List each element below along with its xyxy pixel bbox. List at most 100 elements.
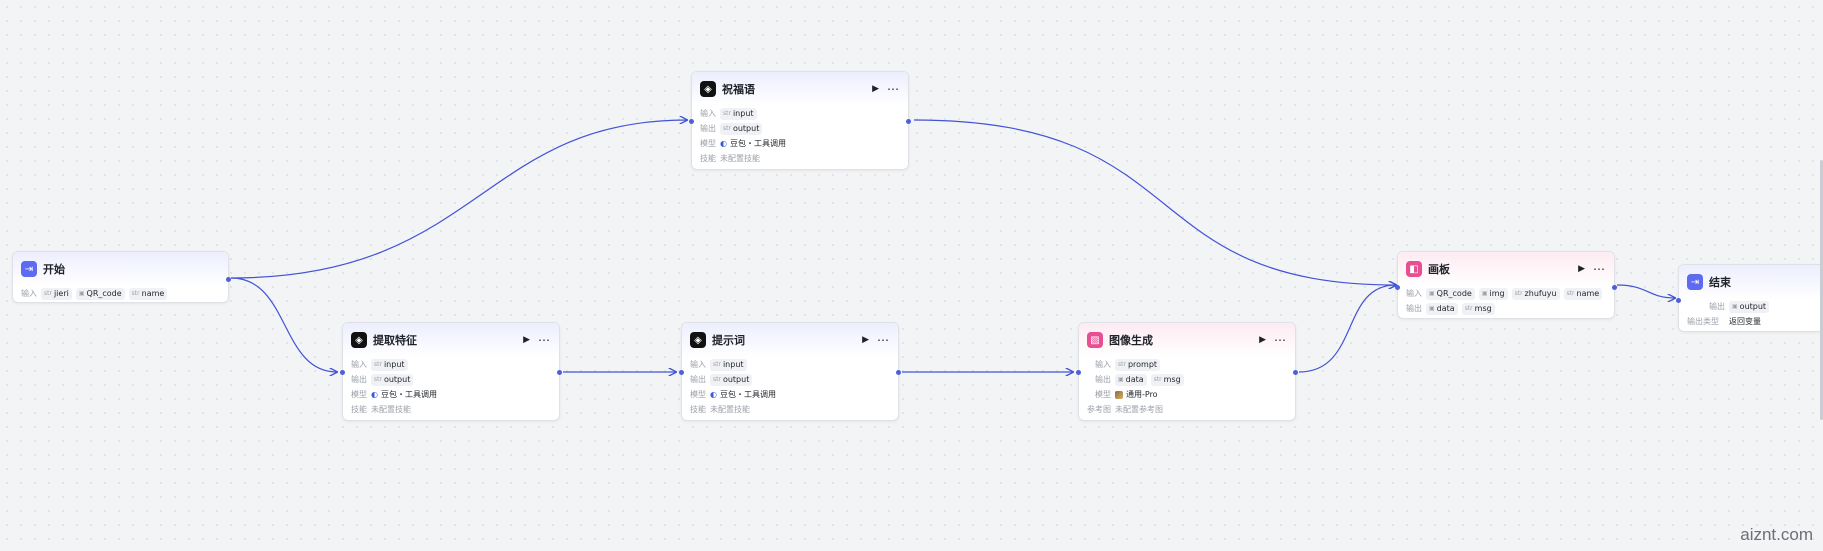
string-icon: str	[374, 376, 382, 383]
node-extract-title: 提取特征	[373, 334, 417, 347]
output-port[interactable]	[557, 370, 562, 375]
node-canvas-title: 画板	[1428, 263, 1450, 276]
image-file-icon: ▣	[78, 290, 85, 297]
canvas-icon: ◧	[1406, 261, 1422, 277]
node-end[interactable]: ⇥ 结束 输出 ▣output 输出类型 返回变量	[1676, 264, 1823, 332]
vertical-scrollbar[interactable]	[1820, 160, 1823, 420]
image-file-icon: ▣	[1118, 376, 1124, 383]
image-file-icon: ▣	[1481, 290, 1488, 297]
run-button[interactable]: ▶	[872, 84, 879, 94]
run-button[interactable]: ▶	[1578, 264, 1585, 274]
llm-icon: ◈	[700, 81, 716, 97]
variable-tag: ▣QR_code	[75, 287, 125, 300]
doubao-icon: ◐	[710, 390, 717, 399]
string-icon: str	[1464, 305, 1473, 312]
string-icon: str	[44, 290, 52, 297]
image-file-icon: ▣	[1429, 305, 1435, 312]
string-icon: str	[1566, 290, 1575, 297]
variable-tag: ▣data	[1426, 302, 1458, 315]
node-prompt-title: 提示词	[712, 334, 745, 347]
node-end-header[interactable]: ⇥ 结束	[1679, 265, 1823, 299]
run-button[interactable]: ▶	[862, 335, 869, 345]
doubao-icon: ◐	[371, 390, 378, 399]
node-greeting-header[interactable]: ◈ 祝福语 ▶ ⋯	[692, 72, 908, 106]
more-options-icon[interactable]: ⋯	[1274, 333, 1287, 347]
edge-greeting-canvas[interactable]	[913, 119, 1396, 285]
node-canvas-header[interactable]: ◧ 画板 ▶ ⋯	[1398, 252, 1614, 286]
more-options-icon[interactable]: ⋯	[538, 333, 551, 347]
llm-icon: ◈	[351, 332, 367, 348]
node-start-title: 开始	[43, 263, 65, 276]
string-icon: str	[713, 361, 721, 368]
edge-start-extract[interactable]	[230, 277, 337, 372]
input-port[interactable]	[1395, 285, 1400, 290]
variable-tag: ▣QR_code	[1426, 287, 1475, 300]
input-port[interactable]	[1676, 298, 1681, 303]
model-thumbnail-icon	[1115, 390, 1123, 399]
string-icon: str	[131, 290, 140, 297]
edge-canvas-end[interactable]	[1616, 284, 1675, 298]
string-icon: str	[1118, 361, 1126, 368]
string-icon: str	[713, 376, 721, 383]
more-options-icon[interactable]: ⋯	[877, 333, 890, 347]
node-greeting-title: 祝福语	[722, 83, 755, 96]
more-options-icon[interactable]: ⋯	[887, 82, 900, 96]
string-icon: str	[1153, 376, 1162, 383]
edge-imagegen-canvas[interactable]	[1298, 285, 1396, 373]
node-prompt-header[interactable]: ◈ 提示词 ▶ ⋯	[682, 323, 898, 357]
image-file-icon: ▣	[1429, 290, 1435, 297]
image-icon: ▨	[1087, 332, 1103, 348]
node-end-title: 结束	[1709, 276, 1731, 289]
string-icon: str	[374, 361, 382, 368]
output-port[interactable]	[1612, 285, 1617, 290]
node-start-header[interactable]: ⇥ 开始	[13, 252, 228, 286]
run-button[interactable]: ▶	[1259, 335, 1266, 345]
node-imagegen-title: 图像生成	[1109, 334, 1153, 347]
variable-tag: ▣img	[1478, 287, 1508, 300]
output-port[interactable]	[1293, 370, 1298, 375]
output-port[interactable]	[906, 119, 911, 124]
variable-tag: ▣output	[1729, 300, 1770, 313]
output-port[interactable]	[226, 277, 231, 282]
run-button[interactable]: ▶	[523, 335, 530, 345]
string-icon: str	[1514, 290, 1523, 297]
output-port[interactable]	[896, 370, 901, 375]
input-port[interactable]	[689, 119, 694, 124]
more-options-icon[interactable]: ⋯	[1593, 262, 1606, 276]
input-port[interactable]	[679, 370, 684, 375]
watermark: aiznt.com	[1740, 525, 1813, 544]
string-icon: str	[723, 110, 731, 117]
logout-icon: ⇥	[1687, 274, 1703, 290]
string-icon: str	[723, 125, 731, 132]
node-imagegen-header[interactable]: ▨ 图像生成 ▶ ⋯	[1079, 323, 1295, 357]
doubao-icon: ◐	[720, 139, 727, 148]
input-port[interactable]	[340, 370, 345, 375]
input-port[interactable]	[1076, 370, 1081, 375]
node-extract-header[interactable]: ◈ 提取特征 ▶ ⋯	[343, 323, 559, 357]
edge-start-greeting[interactable]	[230, 120, 687, 279]
login-icon: ⇥	[21, 261, 37, 277]
llm-icon: ◈	[690, 332, 706, 348]
image-file-icon: ▣	[1732, 303, 1738, 310]
